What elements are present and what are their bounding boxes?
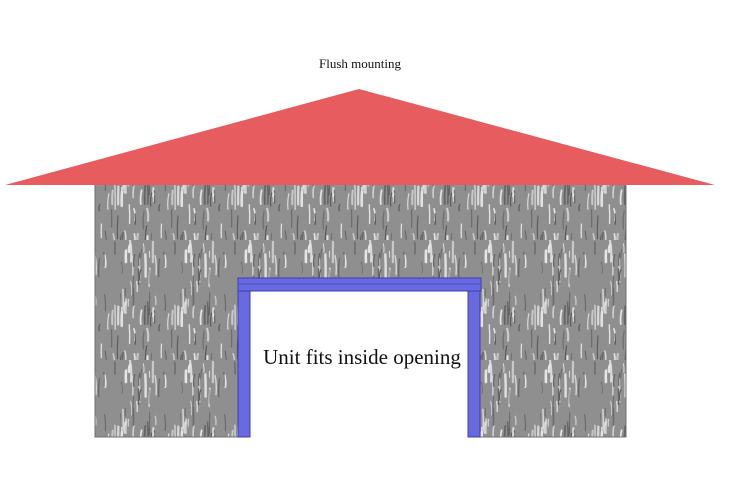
mounting-frame <box>237 277 482 438</box>
opening-label: Unit fits inside opening <box>263 345 461 369</box>
door-opening <box>240 281 480 438</box>
frame-jamb-right <box>467 290 481 438</box>
roof <box>5 89 715 185</box>
frame-jamb-left <box>237 290 251 438</box>
diagram-title: Flush mounting <box>319 56 401 71</box>
